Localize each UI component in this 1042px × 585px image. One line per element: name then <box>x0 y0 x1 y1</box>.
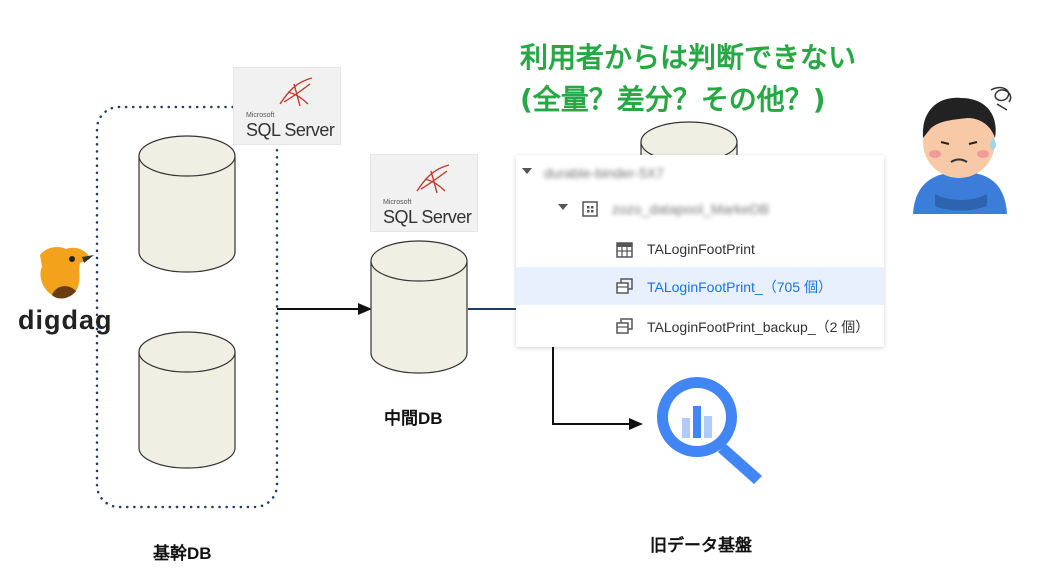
label-middle-db: 中間DB <box>384 409 443 428</box>
sqlserver-maker-text: Microsoft <box>383 199 412 206</box>
sqlserver-logo-middle: Microsoft SQL Server <box>370 154 478 232</box>
tree-project-label: durable-binder-5X7 <box>544 165 664 181</box>
chevron-down-icon[interactable] <box>522 168 532 174</box>
arrow-head-middle <box>358 303 372 315</box>
tree-project-row[interactable]: durable-binder-5X7 <box>516 155 884 193</box>
label-old-platform: 旧データ基盤 <box>650 536 752 555</box>
headline-line2: (全量？差分？その他？) <box>520 83 826 116</box>
base-db-cylinder-2 <box>138 331 236 469</box>
tree-table-row[interactable]: TALoginFootPrint <box>516 231 884 269</box>
sqlserver-name-text: SQL Server <box>383 207 472 227</box>
sqlserver-swirl-icon <box>416 164 450 194</box>
tree-dataset-label: zozo_datapool_MarkeDB <box>612 201 770 217</box>
tree-dataset-row[interactable]: zozo_datapool_MarkeDB <box>516 191 884 229</box>
sharded-table-icon <box>616 318 633 334</box>
sqlserver-logo-base: Microsoft SQL Server <box>233 67 341 145</box>
worried-person-icon <box>913 86 1012 214</box>
dataset-tree-panel: durable-binder-5X7 zozo_datapool_MarkeDB… <box>516 155 884 347</box>
middle-db-cylinder <box>370 240 468 374</box>
sqlserver-name-text: SQL Server <box>246 120 335 140</box>
base-db-group-border <box>95 105 279 509</box>
sqlserver-maker-text: Microsoft <box>246 112 275 119</box>
arrow-to-old-platform <box>552 347 630 425</box>
tree-sharded-table-row[interactable]: TALoginFootPrint_backup_（2 個） <box>516 307 884 345</box>
tree-table-label: TALoginFootPrint <box>647 241 755 257</box>
tree-sharded-table-label: TALoginFootPrint_（705 個） <box>647 279 832 295</box>
tree-sharded-table-backup-label: TALoginFootPrint_backup_（2 個） <box>647 319 870 335</box>
label-base-db: 基幹DB <box>153 544 212 563</box>
base-db-cylinder-1 <box>138 135 236 273</box>
digdag-logo-text: digdag <box>18 305 113 335</box>
dataset-icon <box>582 201 598 217</box>
sqlserver-swirl-icon <box>279 77 313 107</box>
digdag-mascot-icon <box>40 247 94 299</box>
sharded-table-icon <box>616 278 633 294</box>
arrow-head-old-platform <box>629 418 643 430</box>
headline-line1: 利用者からは判断できない <box>520 41 857 74</box>
tree-sharded-table-row-selected[interactable]: TALoginFootPrint_（705 個） <box>516 267 884 305</box>
table-icon <box>616 242 633 258</box>
bigquery-icon <box>657 377 762 484</box>
chevron-down-icon[interactable] <box>558 204 568 210</box>
